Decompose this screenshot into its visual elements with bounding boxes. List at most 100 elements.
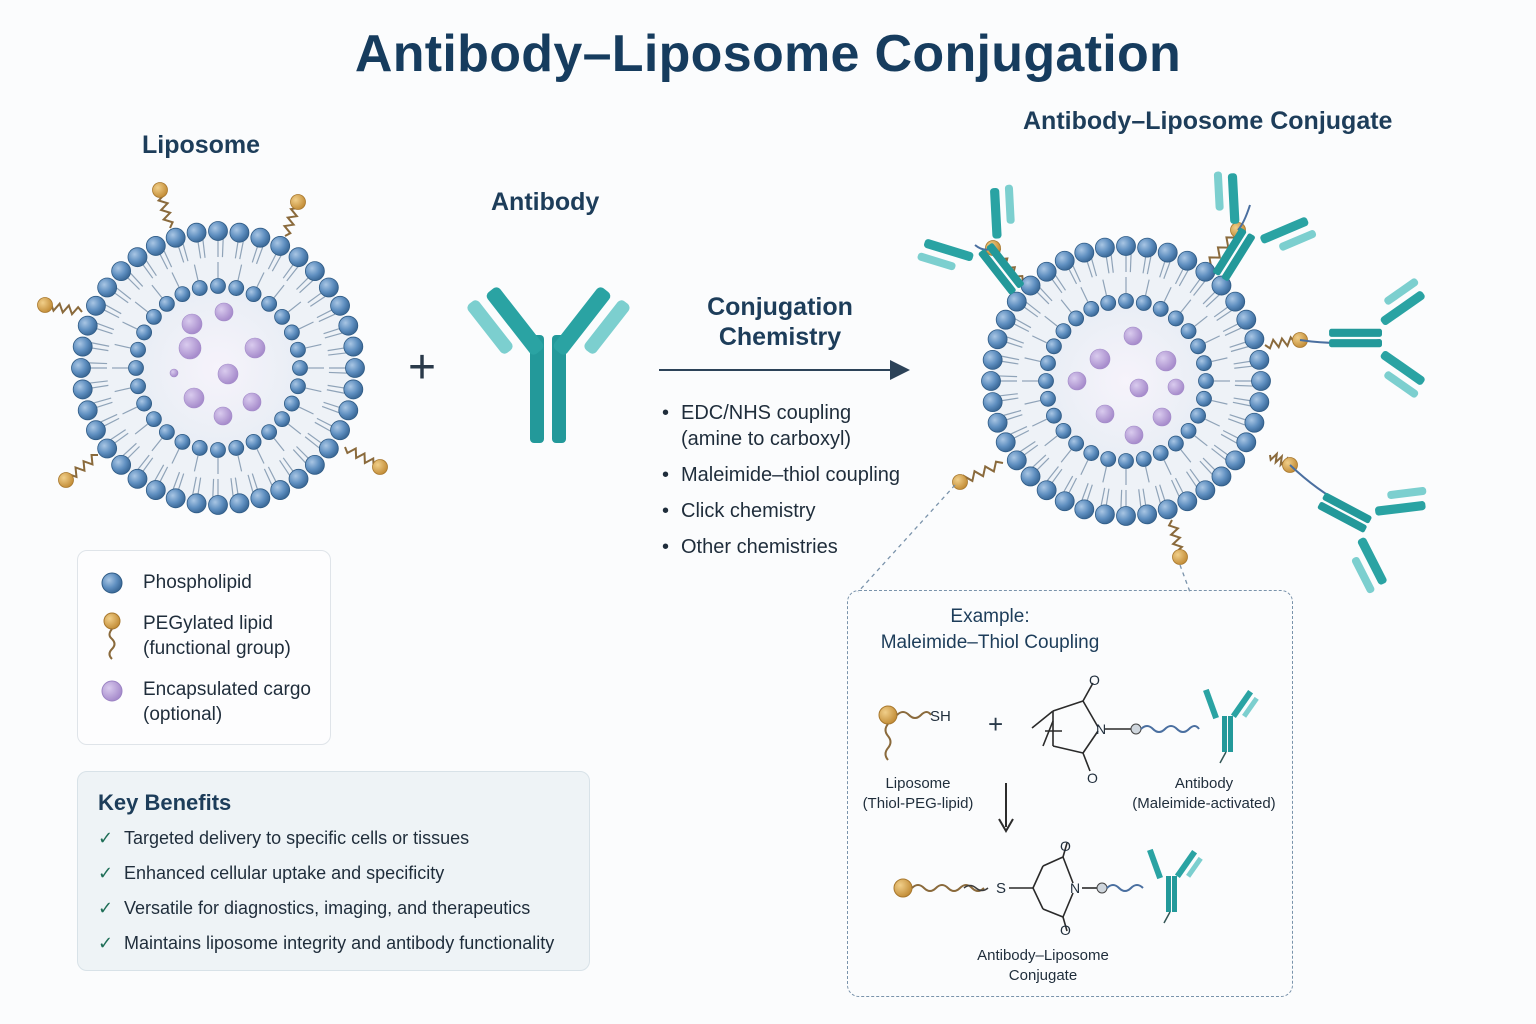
phospholipid-head <box>304 261 325 282</box>
phospholipid-head <box>1118 293 1134 309</box>
antibody-icon <box>917 184 1024 295</box>
lipid-tail <box>1105 488 1110 507</box>
phospholipid-head <box>987 329 1008 350</box>
pegylated-lipid-icon <box>103 612 121 660</box>
lipid-tail <box>1110 254 1114 273</box>
lipid-tail <box>999 393 1018 397</box>
phospholipid-head <box>981 371 1001 391</box>
cargo-particle <box>1124 425 1144 445</box>
phospholipid-head <box>191 440 208 456</box>
lipid-tail <box>1205 294 1220 308</box>
lipid-tail <box>1211 399 1228 405</box>
lipid-tail <box>273 437 285 452</box>
phospholipid-head <box>158 424 175 441</box>
lipid-tail <box>1050 468 1063 485</box>
phospholipid-head <box>130 378 146 395</box>
lipid-tail <box>1142 488 1147 507</box>
oxygen-label: O <box>1087 770 1098 786</box>
lipid-tail <box>296 446 310 460</box>
lipid-tail <box>172 471 181 490</box>
example-plus: + <box>988 709 1003 739</box>
phospholipid-head <box>97 277 118 298</box>
phospholipid-head <box>1006 450 1027 471</box>
cargo-particle <box>1155 350 1177 372</box>
lipid-tail <box>307 432 323 445</box>
legend-phospholipid: Phospholipid <box>143 570 252 595</box>
lipid-tail <box>1100 487 1106 506</box>
lipid-tail <box>282 263 295 279</box>
phospholipid-head <box>292 360 308 376</box>
phospholipid-head <box>111 454 132 475</box>
method-item: EDC/NHS coupling (amine to carboxyl) <box>662 400 900 452</box>
lipid-tail <box>93 397 112 404</box>
check-icon: ✓ <box>98 863 114 883</box>
phospholipid-head <box>77 400 98 421</box>
lipid-tail <box>1229 341 1247 348</box>
peg-head <box>152 182 168 198</box>
phospholipid-head <box>1054 491 1075 512</box>
lipid-tail <box>1024 357 1041 363</box>
lipid-tail <box>122 406 138 415</box>
lipid-tail <box>177 473 185 491</box>
lipid-tail <box>1129 254 1132 273</box>
lipid-tail <box>1044 315 1058 327</box>
example-title-line2: Maleimide–Thiol Coupling <box>880 632 1100 653</box>
phospholipid-head <box>250 227 271 248</box>
lipid-tail <box>1222 322 1240 333</box>
lipid-tail <box>1102 279 1108 296</box>
lipid-tail <box>1220 433 1238 444</box>
lipid-tail <box>1060 449 1072 463</box>
label-line: (Maleimide-activated) <box>1132 795 1276 812</box>
lipid-tail <box>1032 335 1047 344</box>
sulfur-label: S <box>996 880 1006 897</box>
nitrogen-label: N <box>1096 721 1106 737</box>
oxygen-label: O <box>1060 838 1071 854</box>
phospholipid-head <box>1196 390 1212 407</box>
legend-text: PEGylated lipid <box>143 613 273 634</box>
lipid-tail <box>1185 471 1197 487</box>
phospholipid-head <box>270 236 291 256</box>
check-icon: ✓ <box>98 828 114 848</box>
linker-node <box>1096 882 1108 894</box>
lipid-tail <box>1044 435 1058 447</box>
lipid-tail <box>287 423 302 435</box>
cargo-particle <box>178 336 202 360</box>
phospholipid-head <box>1152 301 1169 317</box>
lipid-tail <box>1005 341 1023 348</box>
product-label: Antibody–Liposome Conjugate <box>948 946 1138 986</box>
phospholipid-head <box>71 358 91 378</box>
lipid-tail <box>91 342 110 347</box>
phospholipid-head <box>343 336 364 357</box>
lipid-tail <box>1228 418 1246 426</box>
lipid-tail <box>1000 360 1019 365</box>
peg-head <box>372 459 388 475</box>
phospholipid-head <box>145 236 166 256</box>
phospholipid-head <box>250 488 271 509</box>
phospholipid-head <box>987 412 1008 433</box>
lipid-tail <box>102 417 120 428</box>
lipid-tail <box>1174 477 1185 495</box>
phospholipid-head <box>1083 445 1100 461</box>
lipid-tail <box>100 413 118 423</box>
lipid-tail <box>113 291 129 304</box>
lipid-tail <box>256 272 265 288</box>
lipid-tail <box>151 284 163 299</box>
phospholipid-head <box>1244 329 1265 350</box>
phospholipid-head <box>1100 451 1117 467</box>
phospholipid-head <box>145 480 166 500</box>
example-graphics: SH + O O N <box>878 672 1259 938</box>
phospholipid-head <box>318 438 339 459</box>
lipid-tail <box>1025 301 1041 314</box>
lipid-tail <box>177 245 185 263</box>
phospholipid-head <box>174 286 191 303</box>
lipid-tail <box>110 429 126 441</box>
method-item: Click chemistry <box>662 498 900 524</box>
benefit-item: ✓Targeted delivery to specific cells or … <box>98 828 469 849</box>
lipid-tail <box>1189 277 1202 294</box>
phospholipid-head <box>1040 390 1056 407</box>
phospholipid-head <box>982 349 1003 370</box>
peg-chain <box>960 460 1004 486</box>
phospholipid-head <box>1116 506 1136 526</box>
lipid-tail <box>1202 290 1217 305</box>
lipid-tail <box>1091 258 1098 277</box>
